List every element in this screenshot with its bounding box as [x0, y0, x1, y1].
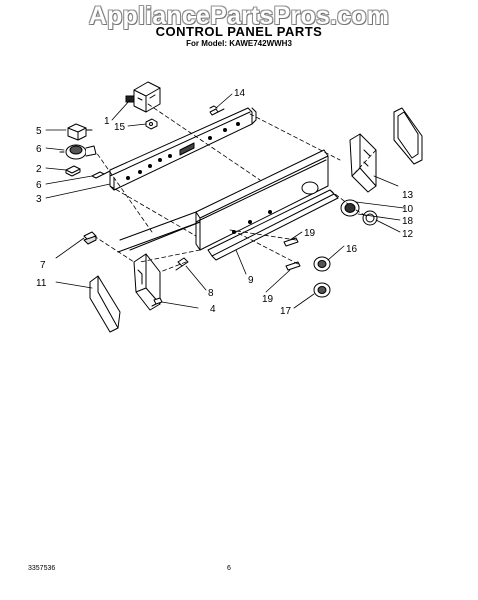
console-panel	[117, 149, 339, 261]
part-10-end-cap	[349, 133, 377, 193]
part-3-console-bracket	[109, 107, 257, 191]
callout-1: 1	[104, 116, 110, 127]
part-17-knob	[313, 282, 331, 298]
part-2-clip	[65, 165, 81, 177]
part-18-knob-ring	[340, 199, 360, 217]
part-5-switch	[67, 123, 93, 141]
page-number: 6	[227, 565, 231, 572]
part-6-selector-switch	[59, 144, 97, 160]
part-11-trim	[89, 275, 121, 333]
part-19-screw-lower	[285, 261, 301, 271]
part-1-timer-block	[125, 81, 161, 113]
callout-9: 9	[248, 275, 254, 286]
callout-19-lower: 19	[262, 294, 274, 305]
callout-14: 14	[234, 88, 246, 99]
callout-11: 11	[36, 278, 47, 289]
part-6-screw	[91, 170, 111, 179]
part-14-screw	[209, 105, 225, 116]
model-line: For Model: KAWE742WWH3	[186, 39, 292, 48]
left-end-cap	[133, 253, 161, 311]
part-13-trim	[393, 107, 423, 165]
callout-7: 7	[40, 260, 46, 271]
part-12-knob	[362, 210, 378, 226]
callout-15: 15	[114, 122, 126, 133]
part-16-knob	[313, 256, 331, 272]
watermark-text: AppliancePartsPros.com	[88, 2, 390, 30]
part-7-clip	[83, 231, 97, 245]
callout-6-upper: 6	[36, 144, 42, 155]
part-15-nut	[145, 118, 158, 130]
callout-16: 16	[346, 244, 358, 255]
callout-17: 17	[280, 306, 292, 317]
document-number: 3357536	[28, 565, 56, 572]
callout-8: 8	[208, 288, 214, 299]
callout-4: 4	[210, 304, 216, 315]
callout-18: 18	[402, 216, 414, 227]
callout-2: 2	[36, 164, 42, 175]
callout-13: 13	[402, 190, 414, 201]
callout-12: 12	[402, 229, 414, 240]
page-title: CONTROL PANEL PARTS	[155, 24, 323, 39]
part-8-screw	[175, 257, 189, 271]
callout-5: 5	[36, 126, 42, 137]
callout-19-upper: 19	[304, 228, 316, 239]
callout-6-lower: 6	[36, 180, 42, 191]
callout-3: 3	[36, 194, 42, 205]
callout-10: 10	[402, 204, 414, 215]
